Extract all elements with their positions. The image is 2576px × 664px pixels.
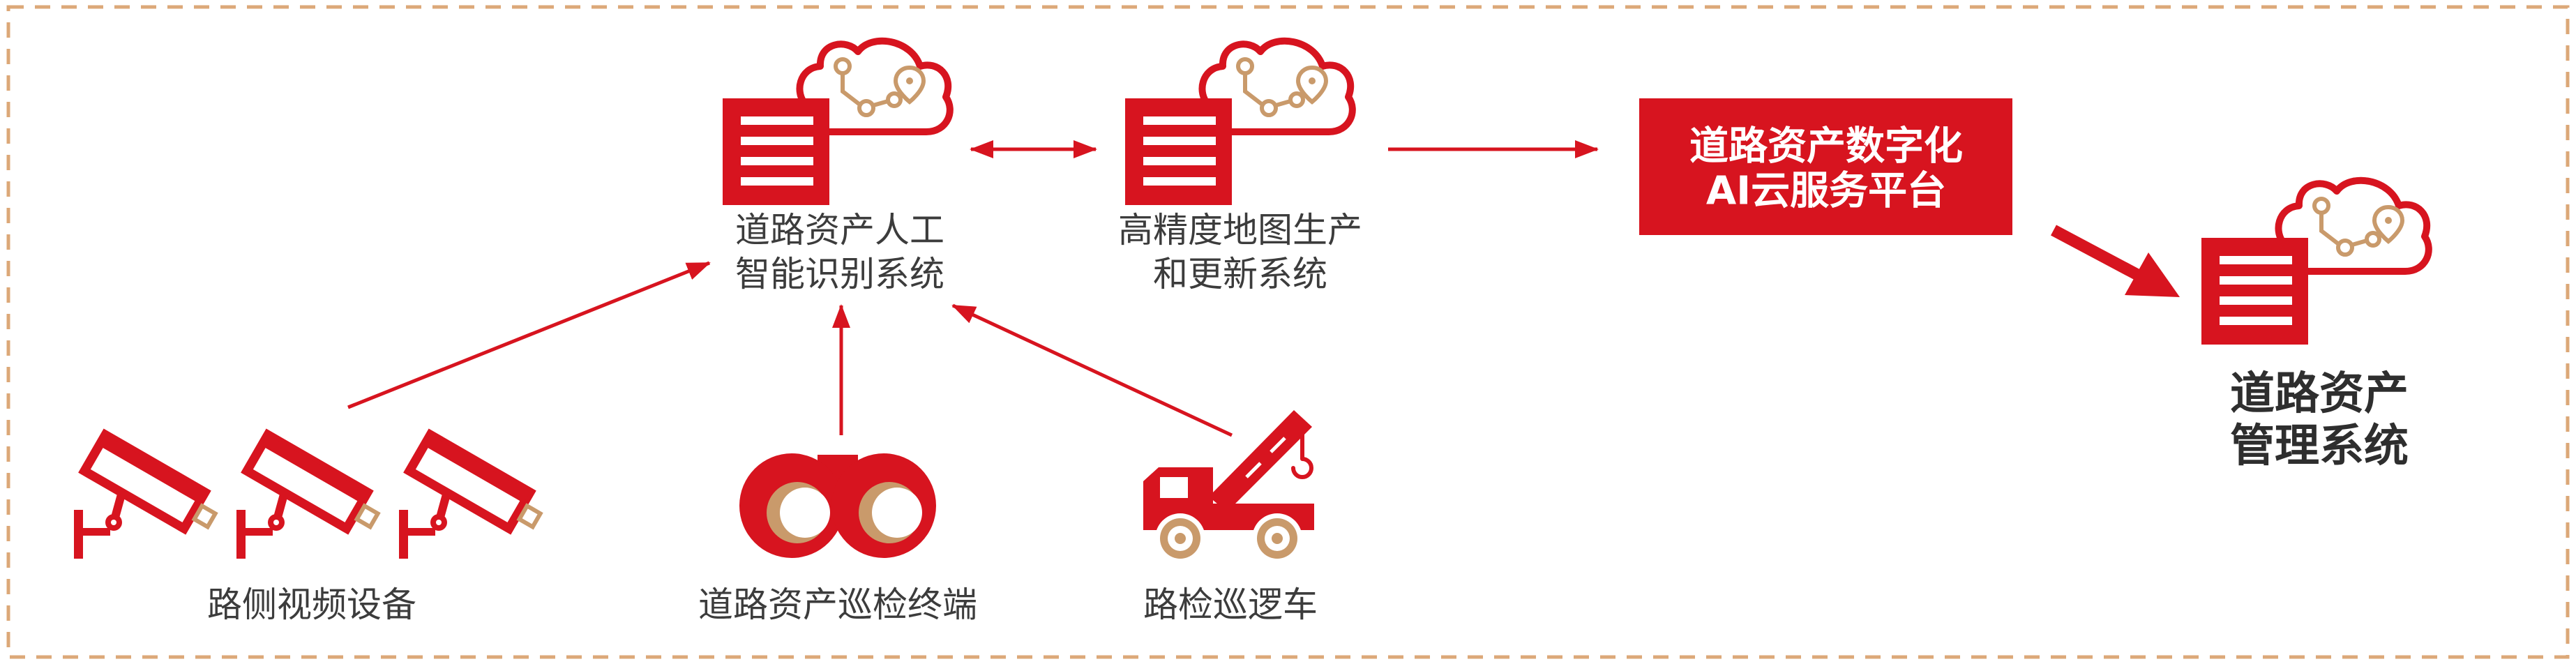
circuit-node [2312,197,2330,215]
circuit-node [886,91,903,108]
server-body [2201,238,2308,345]
mount-joint-dot [436,520,442,525]
location-pin-dot [906,77,913,84]
camera-body [78,428,211,535]
server-cloud-icon [1125,37,1356,205]
hd-map-label-line2: 和更新系统 [1153,254,1327,294]
camera-housing [241,428,381,535]
location-pin-icon [1295,65,1329,105]
cctv-camera-icon [399,428,543,559]
circuit-node [857,99,875,117]
circuit-line [871,99,890,107]
circuit-node [1288,91,1305,108]
circuit-line [2350,239,2369,247]
wheel-hub [1175,533,1186,544]
cctv-camera-icon [236,428,381,559]
recognition-label-line1: 道路资产人工 [735,210,944,250]
arrow-shaft [2051,225,2144,282]
server-bar [1143,116,1216,125]
crane-arm [1209,410,1312,512]
mount-joint-dot [111,520,116,525]
camera-visor [262,435,368,504]
management-label-line1: 道路资产 [2230,368,2409,420]
camera-visor [99,435,205,504]
flow-arrow-cameras-recognition [347,261,711,409]
server-cloud-icon [2201,176,2432,345]
server-body [723,98,829,205]
circuit-line [1274,99,1293,107]
dashed-frame [6,5,2570,659]
circuit-node [1260,99,1278,117]
camera-body [241,428,374,535]
server-body [1125,98,1232,205]
platform-box [1639,98,2012,235]
server-bar [741,116,813,125]
circuit-line [841,71,863,107]
platform-label-line1: 道路资产数字化 [1689,124,1963,169]
camera-body [403,428,536,535]
location-pin-dot [1309,77,1316,84]
camera-lens [191,503,218,530]
location-pin-icon [893,65,926,105]
flow-arrow-platform-management [2051,225,2180,297]
cab-window [1160,477,1188,498]
circuit-line [1243,71,1265,107]
circuit-node [2336,239,2354,257]
server-bar [741,157,813,165]
hd-map-label-line1: 高精度地图生产 [1118,210,1362,250]
flow-arrow-truck-recognition [951,303,1233,437]
hook-icon [1291,457,1313,479]
mount-bracket [74,528,110,536]
management-label-line2: 管理系统 [2230,421,2409,472]
lens-glass-left [780,488,830,538]
server-bar [2220,317,2292,325]
patrol-vehicle-label: 路检巡逻车 [1143,584,1318,625]
cctv-camera-icon [74,428,218,559]
mount-joint-dot [273,520,279,525]
wheel-hub [1272,533,1283,544]
camera-visor [424,435,530,504]
server-bar [2220,296,2292,305]
crane-arm-slot [1270,437,1286,453]
server-bar [741,177,813,186]
binocular-terminal-icon [739,453,936,558]
server-bar [1143,177,1216,186]
server-bar [1143,157,1216,165]
circuit-node [834,57,852,75]
location-pin-icon [2372,204,2405,244]
camera-lens [516,503,543,530]
crane-arm-slot [1245,462,1262,478]
lens-glass-right [872,488,922,538]
arrow-head [2125,252,2180,297]
mount-bracket [236,528,273,536]
server-bar [741,137,813,145]
mount-bracket [399,528,435,536]
platform-label-line2: AI云服务平台 [1706,169,1946,214]
circuit-node [2365,231,2381,248]
server-bar [2220,256,2292,264]
recognition-label-line2: 智能识别系统 [735,254,944,294]
server-bar [1143,137,1216,145]
server-bar [2220,276,2292,285]
server-cloud-icon [723,37,954,205]
camera-housing [403,428,543,535]
circuit-node [1236,57,1254,75]
camera-lens [354,503,381,530]
inspection-terminal-label: 道路资产巡检终端 [698,584,977,625]
circuit-line [2319,211,2342,247]
camera-housing [78,428,218,535]
location-pin-dot [2385,217,2392,224]
roadside-video-label: 路侧视频设备 [207,584,416,625]
tow-truck-icon [1143,410,1314,564]
